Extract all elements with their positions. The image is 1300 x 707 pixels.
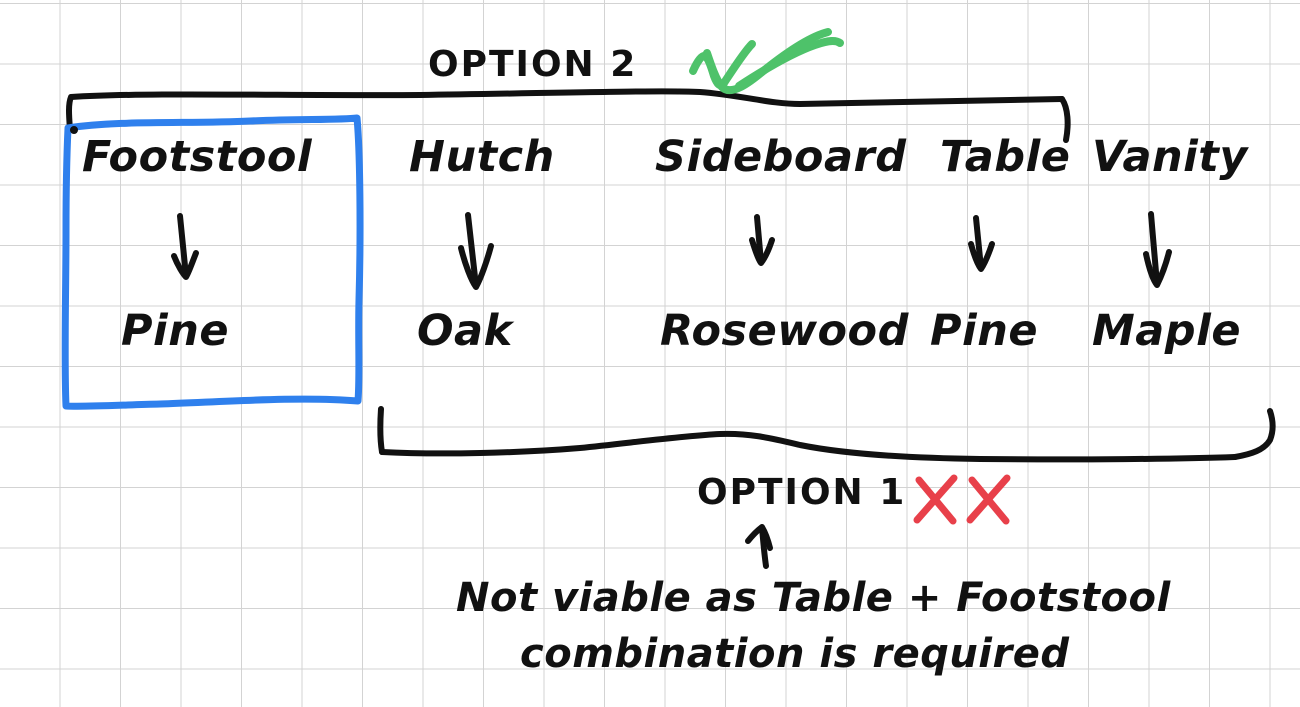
- item-label-sideboard: Sideboard: [655, 132, 907, 182]
- arrow-sideboard-to-rosewood: [749, 214, 775, 266]
- item-label-hutch: Hutch: [409, 132, 555, 182]
- arrow-table-to-pine: [968, 215, 995, 272]
- arrow-footstool-to-pine: [171, 213, 199, 280]
- wood-label-sideboard: Rosewood: [660, 306, 909, 356]
- wood-label-vanity: Maple: [1092, 306, 1241, 356]
- arrow-vanity-to-maple: [1143, 211, 1172, 288]
- approved-double-check-icon: [689, 28, 844, 95]
- option1-bracket: [377, 406, 1276, 463]
- wood-label-hutch: Oak: [417, 306, 513, 356]
- note-line-1: Not viable as Table + Footstool: [456, 575, 1171, 621]
- footstool-highlight-box: [61, 114, 364, 410]
- wood-label-table: Pine: [930, 306, 1039, 356]
- arrow-hutch-to-oak: [458, 212, 494, 290]
- option1-label: OPTION 1: [697, 472, 907, 513]
- item-label-vanity: Vanity: [1092, 132, 1248, 182]
- item-label-footstool: Footstool: [82, 132, 313, 182]
- arrow-note-to-option1: [745, 524, 773, 569]
- rejected-double-cross-icon: [913, 474, 1011, 525]
- wood-label-footstool: Pine: [121, 306, 230, 356]
- option2-label: OPTION 2: [428, 44, 638, 85]
- item-label-table: Table: [940, 132, 1071, 182]
- option2-bracket: [66, 88, 1071, 143]
- note-line-2: combination is required: [520, 631, 1070, 677]
